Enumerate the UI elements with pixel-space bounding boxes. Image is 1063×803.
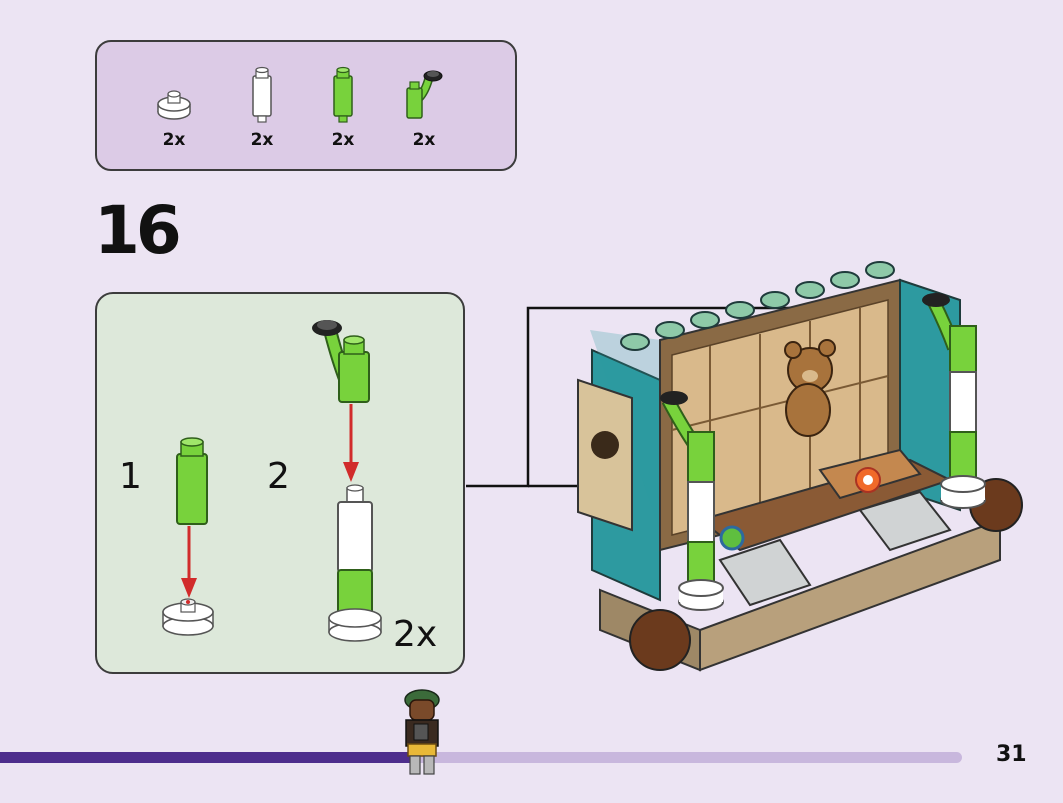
green-stem-with-clip-icon xyxy=(312,320,370,403)
red-arrow-icon xyxy=(343,404,359,482)
part-green-stem-clip xyxy=(394,66,454,124)
booth-counter xyxy=(697,448,953,607)
part-quantity: 2x xyxy=(412,130,436,150)
sub-step-label: 1 xyxy=(119,456,142,497)
booth-base xyxy=(599,478,1023,672)
part-white-bar xyxy=(232,66,292,124)
wanted-poster-icon xyxy=(577,378,633,532)
sub-step-label: 2 xyxy=(267,456,290,497)
sub-assembly-multiplier: 2x xyxy=(393,614,438,655)
step-number: 16 xyxy=(94,192,182,269)
parts-list-box: 2x 2x 2x 2x xyxy=(95,40,517,171)
white-round-plate-icon xyxy=(157,90,191,120)
green-stem-with-clip-icon xyxy=(406,70,443,119)
red-arrow-icon xyxy=(181,526,197,598)
green-bar-icon xyxy=(333,66,353,123)
white-round-plate-icon xyxy=(162,598,214,636)
part-quantity: 2x xyxy=(162,130,186,150)
column-white-green-icon xyxy=(922,293,986,509)
green-bar-icon xyxy=(176,437,208,525)
booth-model-illustration xyxy=(466,261,1023,672)
part-green-bar xyxy=(313,66,373,124)
teddy-bear-icon xyxy=(784,339,836,437)
part-quantity: 2x xyxy=(250,130,274,150)
progress-track xyxy=(0,752,962,763)
part-quantity: 2x xyxy=(331,130,355,150)
part-white-round-plate xyxy=(144,66,204,124)
white-green-column-icon xyxy=(328,484,382,642)
sub-assembly-illustration xyxy=(162,320,382,642)
column-white-green-icon xyxy=(660,391,724,611)
progress-fill xyxy=(0,752,414,763)
white-bar-icon xyxy=(252,66,272,123)
booth-top-studs xyxy=(620,261,895,351)
sub-assembly-box: 1 2 2x xyxy=(95,292,465,674)
minifigure-progress-marker-icon xyxy=(404,689,440,775)
page-number: 31 xyxy=(996,742,1027,767)
